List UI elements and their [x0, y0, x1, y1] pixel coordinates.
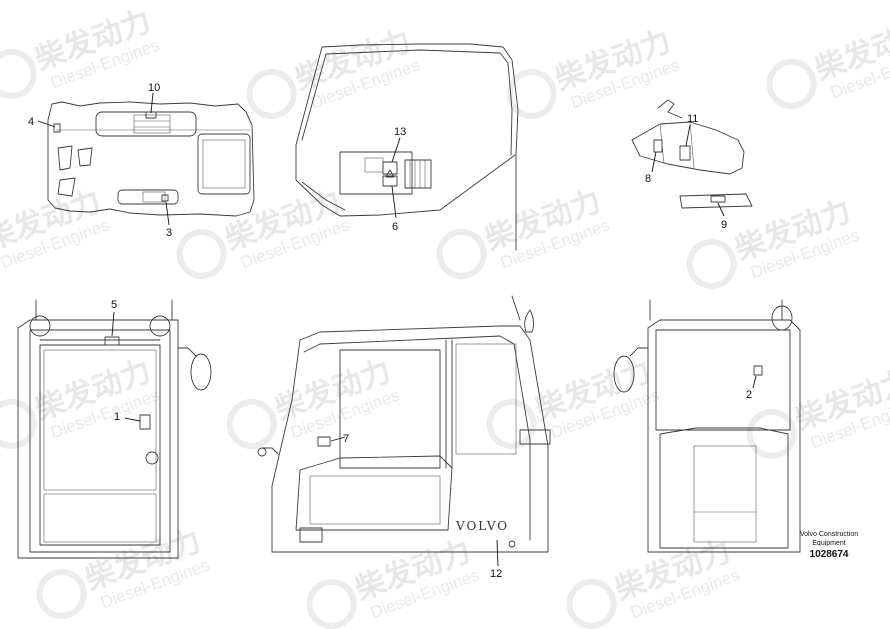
watermark-logo-icon	[0, 48, 37, 99]
callout-7: 7	[343, 433, 349, 445]
part-number: 1028674	[809, 549, 849, 560]
cab-iso-view: VOLVO 7 12	[257, 295, 551, 580]
callout-2: 2	[746, 389, 752, 401]
callout-11: 11	[687, 113, 698, 125]
callout-9: 9	[721, 219, 727, 231]
watermark-logo-icon	[766, 58, 817, 109]
joystick-view: 11 8 9	[631, 99, 753, 231]
cab-front-view: 5 1	[17, 299, 212, 559]
watermark-logo-icon	[226, 398, 277, 449]
callout-1: 1	[114, 411, 120, 423]
callout-8: 8	[645, 173, 651, 185]
watermark-logo-icon	[486, 398, 537, 449]
console-top-view: 10 4 3	[28, 82, 255, 239]
watermark-logo-icon	[306, 578, 357, 629]
callout-3: 3	[166, 227, 172, 239]
credit-company-line2: Equipment	[812, 540, 846, 547]
watermark-logo-icon	[246, 68, 297, 119]
watermark-logo-icon	[176, 228, 227, 279]
callout-4: 4	[28, 116, 34, 128]
callout-5: 5	[111, 299, 117, 311]
watermark-logo-icon	[566, 578, 617, 629]
callout-6: 6	[392, 221, 398, 233]
callout-10: 10	[148, 82, 160, 94]
cab-side-panel-view: 13 6	[295, 43, 519, 251]
callout-12: 12	[490, 568, 502, 580]
credit-company: Volvo Construction	[799, 531, 859, 538]
watermark-logo-icon	[0, 398, 37, 449]
watermark-logo-icon	[746, 408, 797, 459]
cab-brand-logo: VOLVO	[455, 519, 509, 533]
watermark-logo-icon	[36, 568, 87, 619]
watermark-logo-icon	[686, 238, 737, 289]
callout-13: 13	[394, 126, 406, 138]
watermark-logo-icon	[436, 228, 487, 279]
cab-rear-view: 2	[613, 299, 801, 553]
